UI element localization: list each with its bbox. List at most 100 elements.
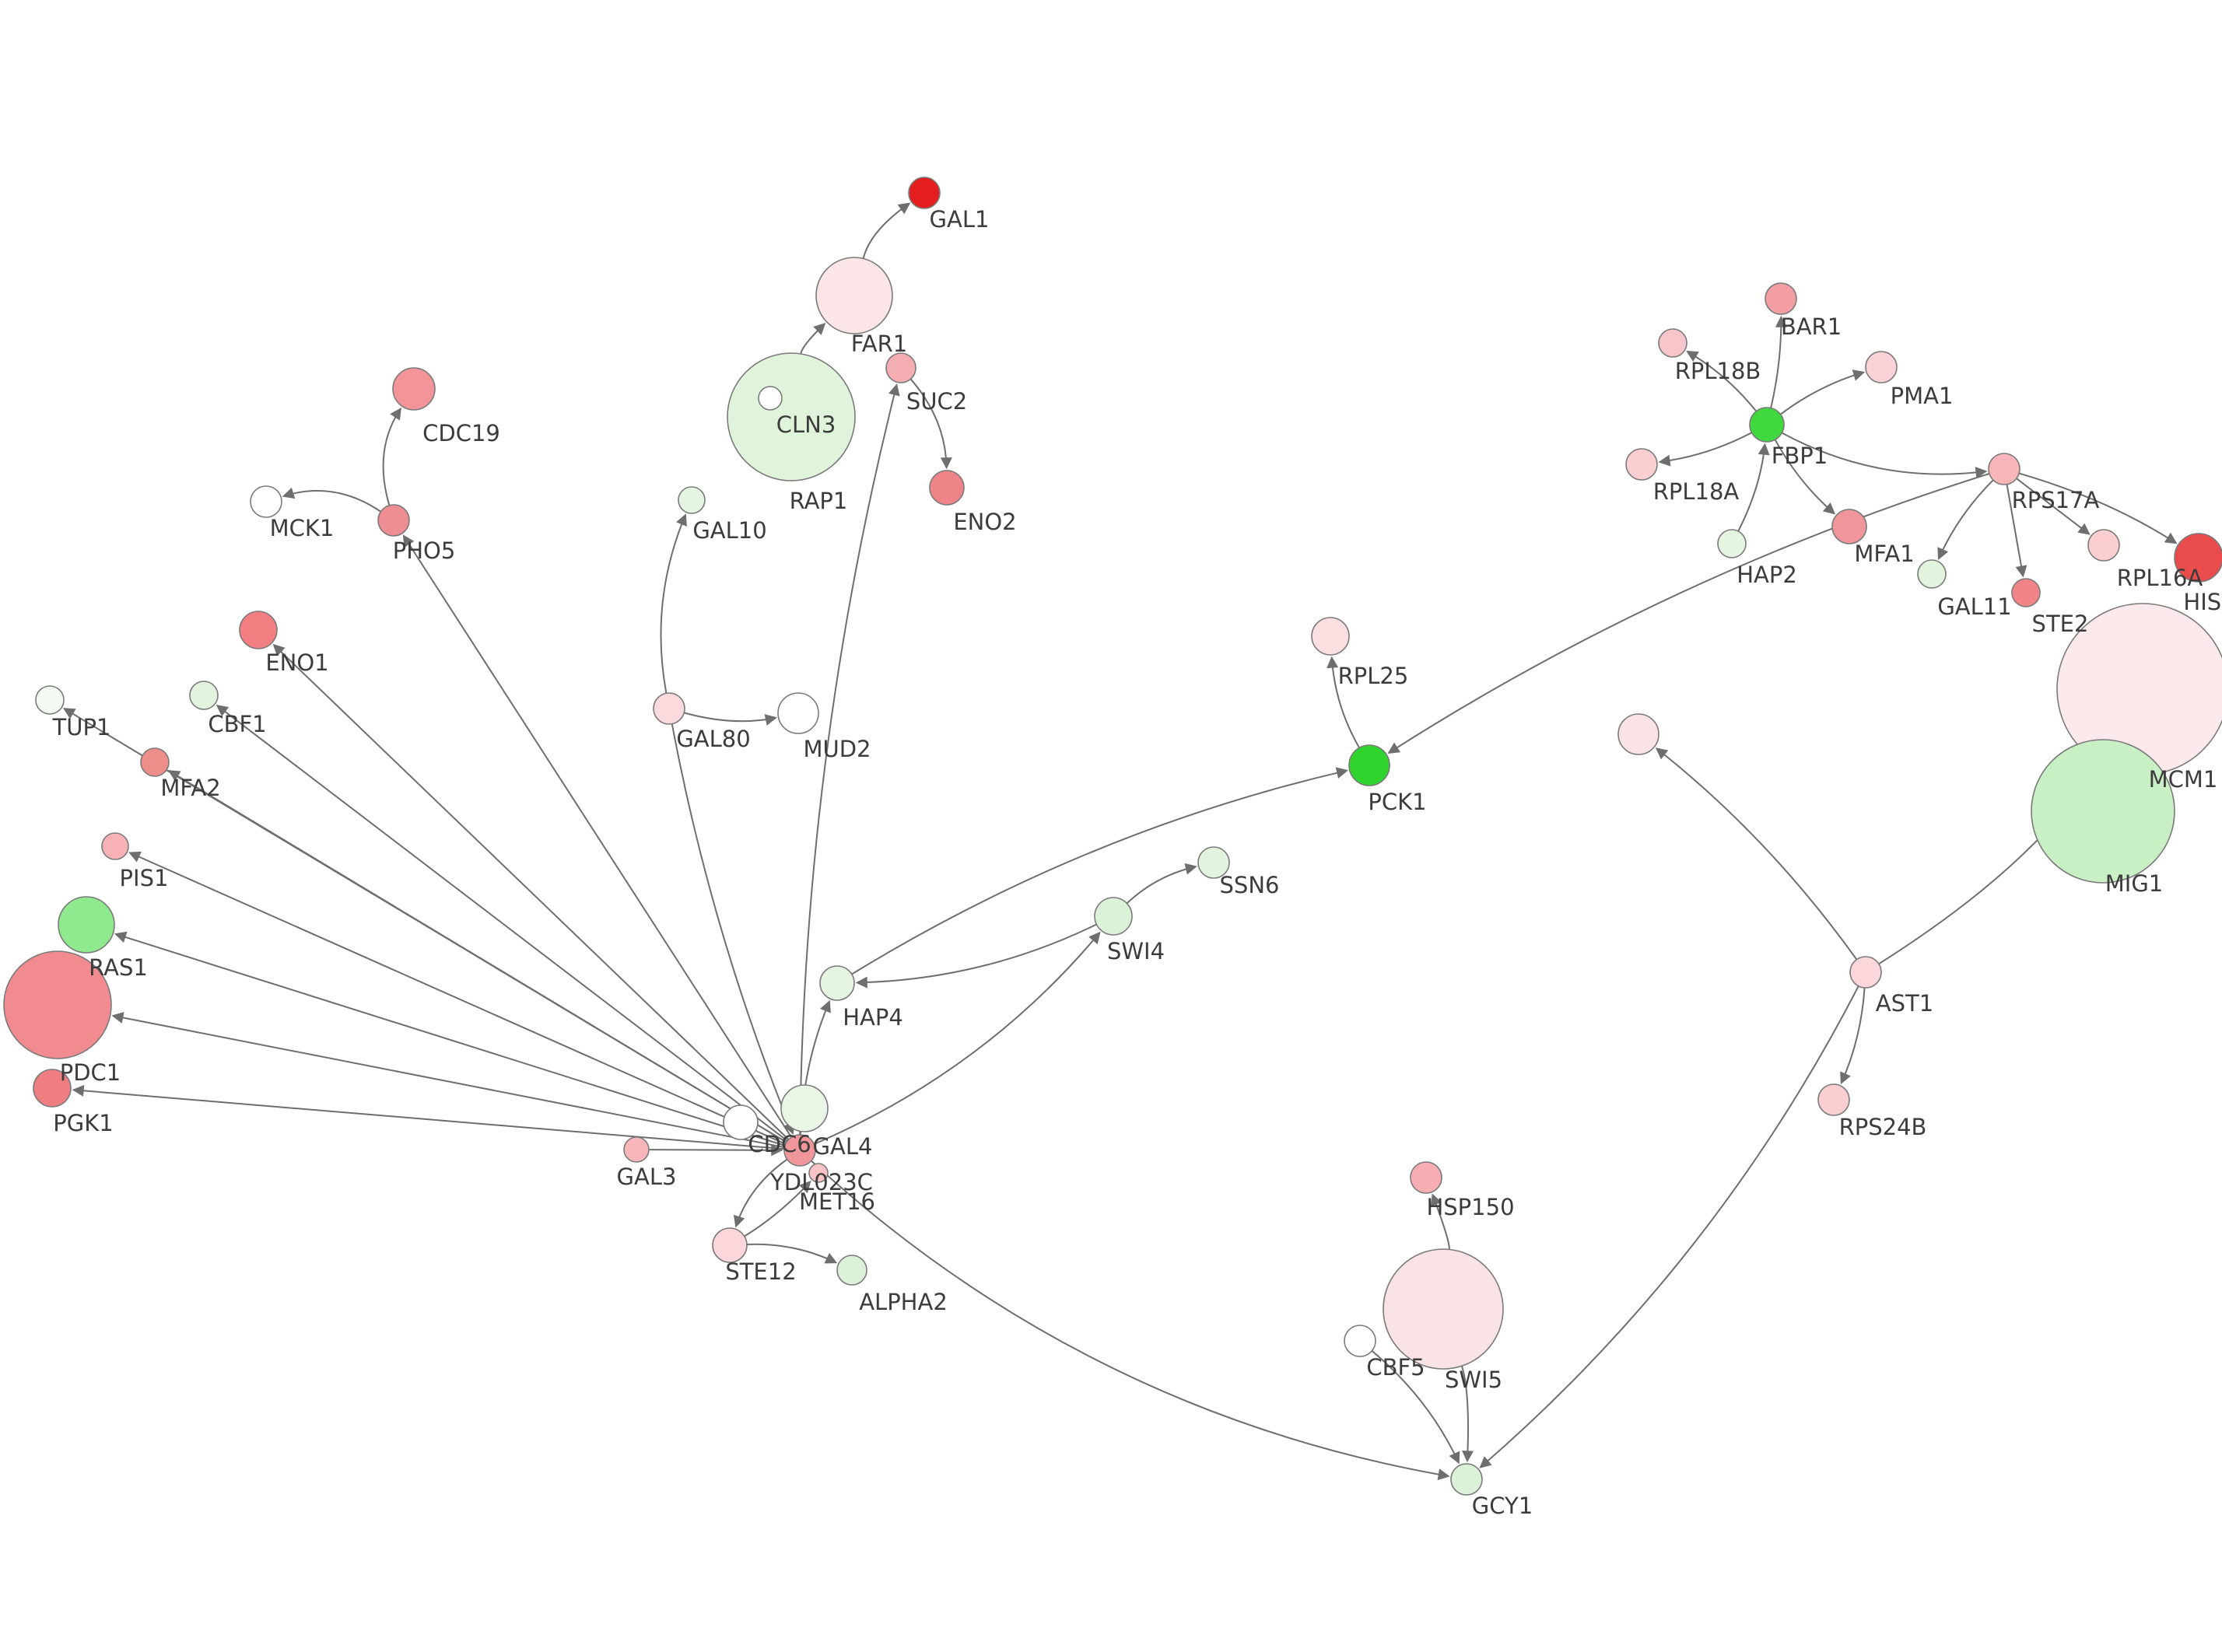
- edge-ste12-alpha2[interactable]: [746, 1243, 838, 1264]
- edge-fbp1-bar1[interactable]: [1770, 315, 1787, 408]
- node-rap1[interactable]: [758, 386, 783, 411]
- node-hap2[interactable]: [1717, 529, 1747, 558]
- edge-rps17a-his4[interactable]: [2018, 472, 2178, 544]
- node-label-mcm1: MCM1: [2149, 766, 2218, 793]
- node-his4[interactable]: [2174, 533, 2222, 583]
- edge-swi5-hsp150[interactable]: [1430, 1193, 1450, 1250]
- edge-gal4-pho5[interactable]: [402, 534, 793, 1138]
- edge-gal80-mud2[interactable]: [684, 712, 777, 726]
- edge-pck1-rpl25[interactable]: [1327, 656, 1360, 748]
- node-pho5[interactable]: [377, 504, 410, 537]
- node-rps17a[interactable]: [1988, 453, 2020, 485]
- node-ste12[interactable]: [712, 1227, 748, 1263]
- edge-gal4-ste12[interactable]: [733, 1158, 788, 1228]
- node-pgk1[interactable]: [33, 1069, 72, 1108]
- node-ydl023c[interactable]: [780, 1084, 829, 1132]
- edge-swi4-hap4[interactable]: [855, 923, 1097, 989]
- node-bar1[interactable]: [1765, 282, 1797, 315]
- node-mck1[interactable]: [250, 485, 282, 518]
- node-gal10[interactable]: [678, 486, 706, 514]
- node-eno2[interactable]: [929, 470, 965, 506]
- edge-rps17a-pck1[interactable]: [1387, 473, 1990, 754]
- node-gal1[interactable]: [908, 177, 941, 209]
- node-cbf1[interactable]: [189, 681, 219, 710]
- edge-gal80-gal10[interactable]: [660, 513, 687, 694]
- node-hap4[interactable]: [819, 965, 855, 1001]
- edge-rps17a-gal11[interactable]: [1937, 479, 1994, 560]
- edge-fbp1-pma1[interactable]: [1779, 369, 1866, 415]
- node-ssn6[interactable]: [1197, 846, 1230, 879]
- node-met16[interactable]: [808, 1163, 829, 1183]
- node-mfa2[interactable]: [140, 747, 170, 777]
- edge-hap2-fbp1[interactable]: [1737, 443, 1770, 532]
- node-rps24b[interactable]: [1817, 1083, 1850, 1116]
- node-ast1[interactable]: [1849, 956, 1882, 989]
- node-gcy1[interactable]: [1450, 1463, 1483, 1496]
- edge-hap4-pck1[interactable]: [851, 767, 1348, 975]
- edge-gal4-cbf1[interactable]: [216, 705, 788, 1142]
- node-cdc19[interactable]: [392, 367, 436, 411]
- node-cdc6[interactable]: [723, 1104, 759, 1140]
- edge-fbp1-rps17a[interactable]: [1781, 432, 1988, 479]
- edge-fbp1-rpl18b[interactable]: [1686, 350, 1758, 412]
- edge-suc2-eno2[interactable]: [909, 378, 952, 470]
- edge-gal4-pis1[interactable]: [128, 851, 787, 1145]
- node-fbp1[interactable]: [1749, 407, 1785, 443]
- edge-ast1-gcy1[interactable]: [1479, 985, 1859, 1468]
- edge-pho5-mck1[interactable]: [282, 487, 381, 513]
- node-pis1[interactable]: [101, 832, 129, 860]
- node-tup1[interactable]: [35, 685, 65, 715]
- edge-gal4-suc2[interactable]: [799, 383, 900, 1136]
- node-ste2[interactable]: [2011, 578, 2041, 607]
- node-far1[interactable]: [815, 257, 893, 334]
- edge-swi4-ssn6[interactable]: [1126, 863, 1197, 905]
- edge-pho5-cdc19[interactable]: [382, 407, 401, 506]
- node-gal3[interactable]: [623, 1136, 650, 1163]
- edge-gal80-gal4[interactable]: [671, 723, 795, 1135]
- edge-far1-gal1[interactable]: [862, 202, 911, 259]
- node-ras1[interactable]: [58, 896, 115, 954]
- node-swi5[interactable]: [1383, 1248, 1504, 1370]
- node-label-ast1: AST1: [1876, 990, 1933, 1017]
- edge-gal4-mfa2[interactable]: [167, 770, 787, 1143]
- edge-ast1-node1[interactable]: [1655, 747, 1858, 961]
- node-alpha2[interactable]: [836, 1255, 867, 1286]
- edge-gal4-pdc1[interactable]: [111, 1012, 785, 1149]
- edge-fbp1-mfa1[interactable]: [1774, 439, 1836, 515]
- node-hsp150[interactable]: [1410, 1161, 1442, 1194]
- node-suc2[interactable]: [885, 352, 916, 383]
- edge-gal4-ras1[interactable]: [114, 931, 786, 1146]
- node-gal4[interactable]: [783, 1134, 816, 1167]
- node-pck1[interactable]: [1348, 744, 1390, 786]
- node-mfa1[interactable]: [1831, 509, 1867, 544]
- node-rpl16a[interactable]: [2087, 529, 2120, 562]
- edge-rps17a-rpl16a[interactable]: [2016, 478, 2091, 535]
- node-pdc1[interactable]: [3, 950, 112, 1059]
- edge-gal4-gcy1[interactable]: [811, 1160, 1450, 1481]
- edge-cbf5-gcy1[interactable]: [1371, 1350, 1460, 1465]
- edge-gal4-swi4[interactable]: [814, 931, 1101, 1146]
- edge-gal4-eno1[interactable]: [272, 643, 790, 1140]
- node-node1[interactable]: [1617, 713, 1659, 755]
- node-pma1[interactable]: [1865, 351, 1898, 383]
- node-rpl18a[interactable]: [1625, 448, 1658, 481]
- edge-ast1-rps24b[interactable]: [1840, 987, 1866, 1085]
- node-gal80[interactable]: [653, 692, 685, 725]
- edge-gal4-pgk1[interactable]: [72, 1084, 785, 1150]
- edge-cln3-far1[interactable]: [800, 323, 826, 355]
- edge-swi5-gcy1[interactable]: [1460, 1365, 1474, 1463]
- node-rpl25[interactable]: [1311, 617, 1350, 656]
- node-cln3[interactable]: [727, 352, 856, 481]
- node-gal11[interactable]: [1917, 559, 1947, 589]
- edge-rps17a-ste2[interactable]: [2006, 484, 2027, 578]
- node-label-rpl18a: RPL18A: [1653, 478, 1740, 505]
- edge-ste12-met16[interactable]: [744, 1181, 811, 1237]
- node-mig1[interactable]: [2031, 739, 2175, 884]
- node-swi4[interactable]: [1094, 897, 1133, 936]
- node-rpl18b[interactable]: [1658, 328, 1688, 358]
- node-mud2[interactable]: [777, 692, 819, 734]
- edge-fbp1-rpl18a[interactable]: [1658, 432, 1752, 467]
- node-eno1[interactable]: [239, 611, 278, 649]
- node-cbf5[interactable]: [1344, 1325, 1376, 1357]
